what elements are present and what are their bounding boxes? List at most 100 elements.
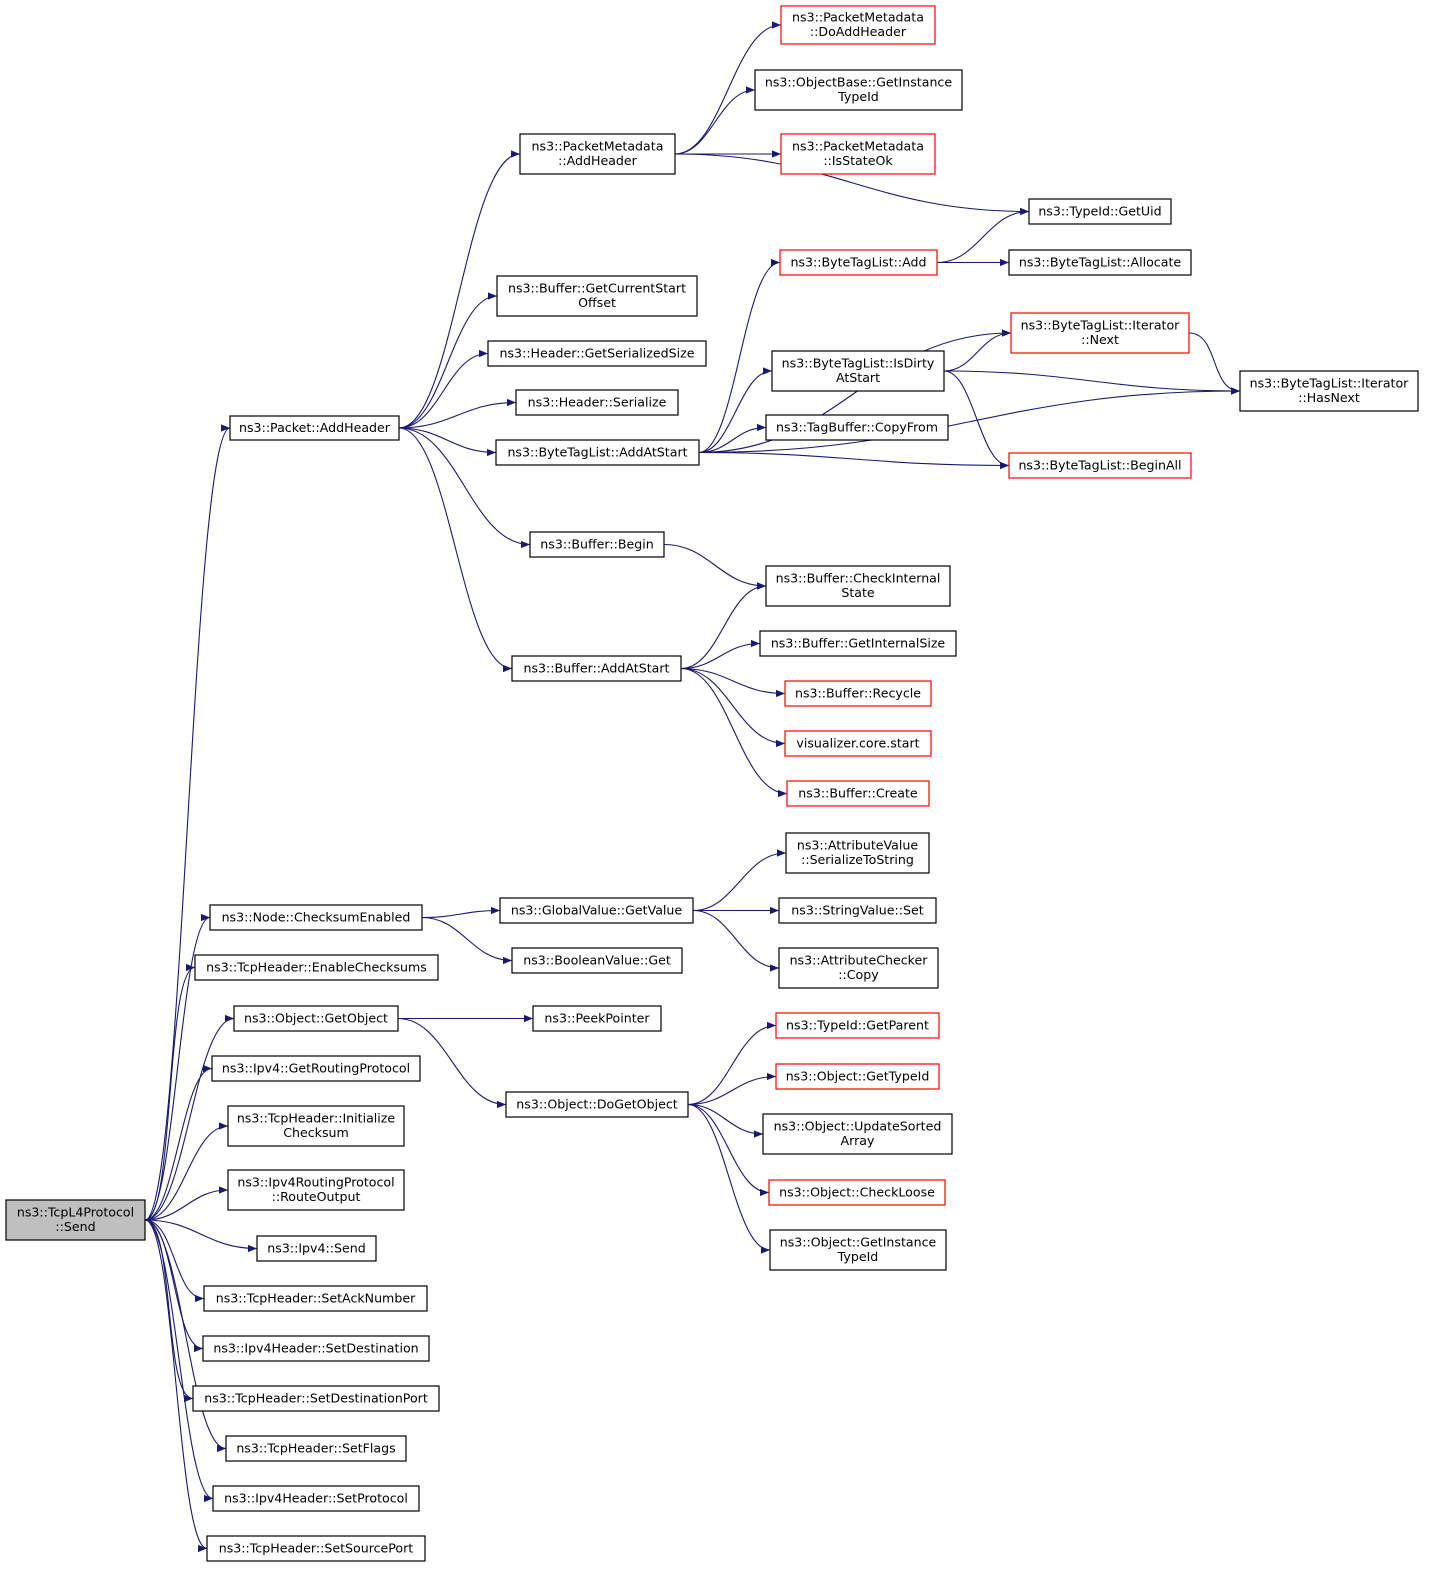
node-pm-doaddheader[interactable]: ns3::PacketMetadata::DoAddHeader xyxy=(780,5,936,45)
node-box xyxy=(192,1385,440,1412)
node-label: ::SerializeToString xyxy=(801,852,914,867)
node-btl-add[interactable]: ns3::ByteTagList::Add xyxy=(779,249,938,276)
edge-send-to-tcph_setsourceport xyxy=(144,1219,208,1553)
node-ipv4h-setprotocol[interactable]: ns3::Ipv4Header::SetProtocol xyxy=(212,1485,420,1512)
node-tcph-setflags[interactable]: ns3::TcpHeader::SetFlags xyxy=(225,1435,407,1462)
node-hdr-serialize[interactable]: ns3::Header::Serialize xyxy=(515,389,679,416)
node-hdr-getserializedsize[interactable]: ns3::Header::GetSerializedSize xyxy=(487,340,707,367)
node-tcph-setacknumber[interactable]: ns3::TcpHeader::SetAckNumber xyxy=(203,1285,428,1312)
node-label: ns3::AttributeChecker xyxy=(790,953,929,968)
node-label: ns3::Ipv4::Send xyxy=(267,1240,365,1255)
node-label: ns3::TypeId::GetParent xyxy=(786,1017,929,1032)
node-obj-getobject[interactable]: ns3::Object::GetObject xyxy=(233,1005,399,1032)
node-label: TypeId xyxy=(837,1249,879,1264)
node-label: ns3::Header::Serialize xyxy=(528,394,667,409)
node-label: ns3::Node::ChecksumEnabled xyxy=(222,909,411,924)
node-ipv4-send[interactable]: ns3::Ipv4::Send xyxy=(256,1235,377,1262)
node-bv-get[interactable]: ns3::BooleanValue::Get xyxy=(511,947,683,974)
node-buf-addatstart[interactable]: ns3::Buffer::AddAtStart xyxy=(511,655,682,682)
edge-obj_dogetobject-to-obj_checkloose xyxy=(687,1103,770,1197)
node-box xyxy=(780,133,936,175)
edge-send-to-tcph_initializechecksum xyxy=(144,1122,229,1221)
node-tcph-enablechecksums[interactable]: ns3::TcpHeader::EnableChecksums xyxy=(194,954,439,981)
node-box xyxy=(233,1005,399,1032)
node-label: ns3::Ipv4Header::SetProtocol xyxy=(224,1490,408,1505)
node-btl-addatstart[interactable]: ns3::ByteTagList::AddAtStart xyxy=(495,439,700,466)
node-vis-core-start[interactable]: visualizer.core.start xyxy=(784,730,932,757)
node-label: ns3::AttributeValue xyxy=(797,838,918,853)
node-ipv4-getroutingprotocol[interactable]: ns3::Ipv4::GetRoutingProtocol xyxy=(211,1055,421,1082)
edge-btl_addatstart-to-btl_iter_hasnext xyxy=(698,387,1241,454)
node-label: State xyxy=(841,585,875,600)
node-box xyxy=(786,780,930,807)
edges-layer xyxy=(144,21,1241,1553)
node-box xyxy=(209,904,423,931)
node-pm-isstateok[interactable]: ns3::PacketMetadata::IsStateOk xyxy=(780,133,936,175)
edge-send-to-ipv4_send xyxy=(144,1219,258,1253)
node-ipv4rp-routeoutput[interactable]: ns3::Ipv4RoutingProtocol::RouteOutput xyxy=(227,1169,405,1211)
node-typeid-getparent[interactable]: ns3::TypeId::GetParent xyxy=(775,1012,940,1039)
node-label: ns3::Object::DoGetObject xyxy=(516,1096,677,1111)
node-send[interactable]: ns3::TcpL4Protocol::Send xyxy=(5,1199,146,1241)
edge-pm_addheader-to-ob_getinstancetypeid xyxy=(674,86,756,155)
node-tcph-setdestinationport[interactable]: ns3::TcpHeader::SetDestinationPort xyxy=(192,1385,440,1412)
node-typeid-getuid[interactable]: ns3::TypeId::GetUid xyxy=(1028,198,1172,225)
edge-buf_addatstart-to-buf_checkinternalstate xyxy=(680,582,767,670)
node-label: ns3::PeekPointer xyxy=(544,1010,650,1025)
node-buf-begin[interactable]: ns3::Buffer::Begin xyxy=(529,531,665,558)
node-box xyxy=(780,5,936,45)
node-label: ns3::Buffer::CheckInternal xyxy=(776,571,941,586)
node-box xyxy=(779,249,938,276)
node-label: ns3::PacketMetadata xyxy=(792,139,924,154)
node-btl-beginall[interactable]: ns3::ByteTagList::BeginAll xyxy=(1008,452,1192,479)
node-tagbuf-copyfrom[interactable]: ns3::TagBuffer::CopyFrom xyxy=(765,414,949,441)
edge-send-to-pkt_addheader xyxy=(144,424,231,1221)
node-box xyxy=(1010,312,1190,354)
node-obj-gettypeid[interactable]: ns3::Object::GetTypeId xyxy=(775,1063,940,1090)
node-box xyxy=(1008,249,1192,276)
node-gv-getvalue[interactable]: ns3::GlobalValue::GetValue xyxy=(499,897,694,924)
node-label: ns3::ByteTagList::Allocate xyxy=(1019,254,1182,269)
node-label: ::HasNext xyxy=(1298,390,1360,405)
node-label: ns3::Buffer::Begin xyxy=(540,536,653,551)
node-label: ns3::GlobalValue::GetValue xyxy=(511,902,683,917)
node-box xyxy=(5,1199,146,1241)
node-obj-dogetobject[interactable]: ns3::Object::DoGetObject xyxy=(505,1091,689,1118)
node-label: ns3::ByteTagList::Iterator xyxy=(1021,318,1181,333)
node-buf-recycle[interactable]: ns3::Buffer::Recycle xyxy=(784,680,932,707)
node-ac-copy[interactable]: ns3::AttributeChecker::Copy xyxy=(778,947,939,989)
node-node-checksumenabled[interactable]: ns3::Node::ChecksumEnabled xyxy=(209,904,423,931)
node-btl-iter-next[interactable]: ns3::ByteTagList::Iterator::Next xyxy=(1010,312,1190,354)
node-peekpointer[interactable]: ns3::PeekPointer xyxy=(532,1005,662,1032)
node-box xyxy=(495,439,700,466)
node-box xyxy=(778,897,937,924)
edge-send-to-tcph_setdestinationport xyxy=(144,1219,194,1403)
node-box xyxy=(771,350,945,392)
node-btl-allocate[interactable]: ns3::ByteTagList::Allocate xyxy=(1008,249,1192,276)
nodes-layer: ns3::TcpL4Protocol::Send ns3::Packet::Add… xyxy=(5,5,1419,1562)
node-label: Array xyxy=(841,1133,875,1148)
node-label: ns3::TcpL4Protocol xyxy=(17,1205,134,1220)
node-pkt-addheader[interactable]: ns3::Packet::AddHeader xyxy=(229,415,400,441)
node-buf-create[interactable]: ns3::Buffer::Create xyxy=(786,780,930,807)
node-sv-set[interactable]: ns3::StringValue::Set xyxy=(778,897,937,924)
node-buf-getinternalsize[interactable]: ns3::Buffer::GetInternalSize xyxy=(759,630,957,657)
node-tcph-setsourceport[interactable]: ns3::TcpHeader::SetSourcePort xyxy=(206,1535,426,1562)
node-av-serializetostring[interactable]: ns3::AttributeValue::SerializeToString xyxy=(785,832,930,874)
node-ipv4h-setdestination[interactable]: ns3::Ipv4Header::SetDestination xyxy=(202,1335,430,1362)
edge-buf_begin-to-buf_checkinternalstate xyxy=(663,543,767,590)
node-pm-addheader[interactable]: ns3::PacketMetadata::AddHeader xyxy=(519,133,676,175)
node-box xyxy=(202,1335,430,1362)
node-btl-iter-hasnext[interactable]: ns3::ByteTagList::Iterator::HasNext xyxy=(1239,370,1419,412)
node-label: ns3::TcpHeader::EnableChecksums xyxy=(206,959,427,974)
edge-btl_addatstart-to-tagbuf_copyfrom xyxy=(698,423,767,454)
node-obj-checkloose[interactable]: ns3::Object::CheckLoose xyxy=(768,1179,946,1206)
